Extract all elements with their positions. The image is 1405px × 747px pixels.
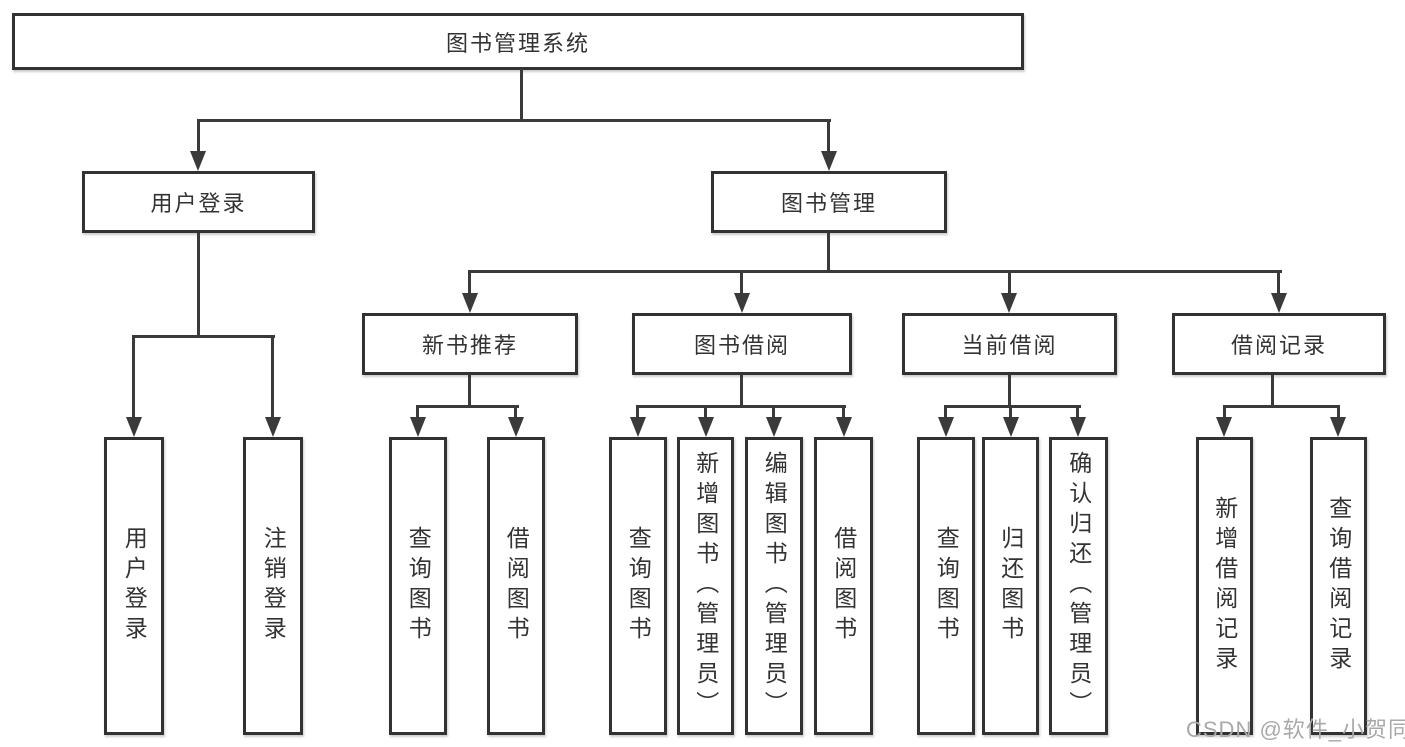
arrow-down-icon — [1271, 293, 1287, 313]
leaf-edit-books-admin: 编辑图书（管理员） — [745, 437, 803, 735]
watermark: CSDN @软件_小贺同学 — [1186, 717, 1405, 742]
leaf-query-borrow-record-label: 查询借阅记录 — [1325, 496, 1352, 676]
arrow-down-icon — [1070, 417, 1086, 437]
node-borrow-records-label: 借阅记录 — [1230, 333, 1327, 358]
node-book-borrow: 图书借阅 — [632, 313, 852, 375]
leaf-current-query-books-label: 查询图书 — [933, 526, 960, 646]
arrow-down-icon — [508, 417, 524, 437]
leaf-confirm-return-admin: 确认归还（管理员） — [1049, 437, 1108, 735]
node-user-login: 用户登录 — [82, 171, 315, 233]
arrow-down-icon — [1001, 293, 1017, 313]
leaf-add-borrow-record: 新增借阅记录 — [1196, 437, 1253, 735]
leaf-edit-books-admin-label: 编辑图书（管理员） — [761, 451, 788, 721]
connector-line — [1076, 405, 1079, 419]
leaf-confirm-return-admin-label: 确认归还（管理员） — [1065, 451, 1092, 721]
leaf-logout-label: 注销登录 — [260, 526, 287, 646]
connector-line — [1008, 375, 1011, 408]
node-root: 图书管理系统 — [12, 13, 1024, 70]
arrow-down-icon — [462, 293, 478, 313]
arrow-down-icon — [821, 151, 837, 171]
leaf-logout: 注销登录 — [243, 437, 303, 735]
leaf-recommend-borrow-books-label: 借阅图书 — [503, 526, 530, 646]
node-current-borrow: 当前借阅 — [902, 313, 1117, 375]
connector-line — [514, 405, 517, 419]
node-book-management: 图书管理 — [711, 171, 947, 233]
connector-line — [944, 405, 947, 419]
connector-line — [1009, 405, 1012, 419]
connector-line — [132, 335, 135, 419]
arrow-down-icon — [836, 417, 852, 437]
arrow-down-icon — [190, 151, 206, 171]
connector-line — [197, 119, 831, 122]
connector-line — [1271, 375, 1274, 408]
connector-line — [772, 405, 775, 419]
leaf-borrow-books: 借阅图书 — [814, 437, 873, 735]
leaf-recommend-borrow-books: 借阅图书 — [487, 437, 545, 735]
connector-line — [271, 335, 274, 419]
connector-line — [944, 405, 1081, 408]
leaf-user-login: 用户登录 — [104, 437, 164, 735]
leaf-recommend-query-books: 查询图书 — [389, 437, 447, 735]
node-user-login-label: 用户登录 — [150, 191, 247, 216]
leaf-borrow-books-label: 借阅图书 — [830, 526, 857, 646]
connector-line — [416, 405, 419, 419]
connector-line — [740, 375, 743, 408]
arrow-down-icon — [410, 417, 426, 437]
connector-line — [468, 270, 471, 295]
connector-line — [827, 233, 830, 273]
arrow-down-icon — [1330, 417, 1346, 437]
connector-line — [636, 405, 639, 419]
connector-line — [197, 233, 200, 338]
node-new-book-recommend: 新书推荐 — [362, 313, 578, 375]
leaf-return-books: 归还图书 — [982, 437, 1039, 735]
connector-line — [468, 270, 1282, 273]
arrow-down-icon — [734, 293, 750, 313]
leaf-borrow-query-books-label: 查询图书 — [625, 526, 652, 646]
connector-line — [827, 119, 830, 152]
arrow-down-icon — [698, 417, 714, 437]
connector-line — [1008, 270, 1011, 295]
leaf-add-books-admin-label: 新增图书（管理员） — [692, 451, 719, 721]
connector-line — [468, 375, 471, 408]
leaf-add-borrow-record-label: 新增借阅记录 — [1211, 496, 1238, 676]
connector-line — [1223, 405, 1340, 408]
leaf-query-borrow-record: 查询借阅记录 — [1310, 437, 1367, 735]
arrow-down-icon — [126, 417, 142, 437]
connector-line — [1277, 270, 1280, 295]
connector-line — [1337, 405, 1340, 419]
connector-line — [740, 270, 743, 295]
leaf-recommend-query-books-label: 查询图书 — [405, 526, 432, 646]
arrow-down-icon — [1003, 417, 1019, 437]
leaf-borrow-query-books: 查询图书 — [609, 437, 667, 735]
connector-line — [132, 335, 275, 338]
connector-line — [1223, 405, 1226, 419]
leaf-user-login-label: 用户登录 — [121, 526, 148, 646]
arrow-down-icon — [938, 417, 954, 437]
node-new-book-recommend-label: 新书推荐 — [421, 333, 518, 358]
node-root-label: 图书管理系统 — [445, 30, 590, 56]
node-current-borrow-label: 当前借阅 — [961, 333, 1058, 358]
arrow-down-icon — [630, 417, 646, 437]
leaf-add-books-admin: 新增图书（管理员） — [677, 437, 734, 735]
connector-line — [197, 119, 200, 152]
leaf-return-books-label: 归还图书 — [997, 526, 1024, 646]
connector-line — [416, 405, 519, 408]
connector-line — [842, 405, 845, 419]
arrow-down-icon — [1216, 417, 1232, 437]
connector-line — [636, 405, 846, 408]
arrow-down-icon — [766, 417, 782, 437]
connector-line — [704, 405, 707, 419]
node-book-borrow-label: 图书借阅 — [693, 333, 790, 358]
connector-line — [520, 68, 523, 121]
node-book-management-label: 图书管理 — [780, 191, 877, 216]
leaf-current-query-books: 查询图书 — [917, 437, 975, 735]
arrow-down-icon — [265, 417, 281, 437]
node-borrow-records: 借阅记录 — [1172, 313, 1386, 375]
